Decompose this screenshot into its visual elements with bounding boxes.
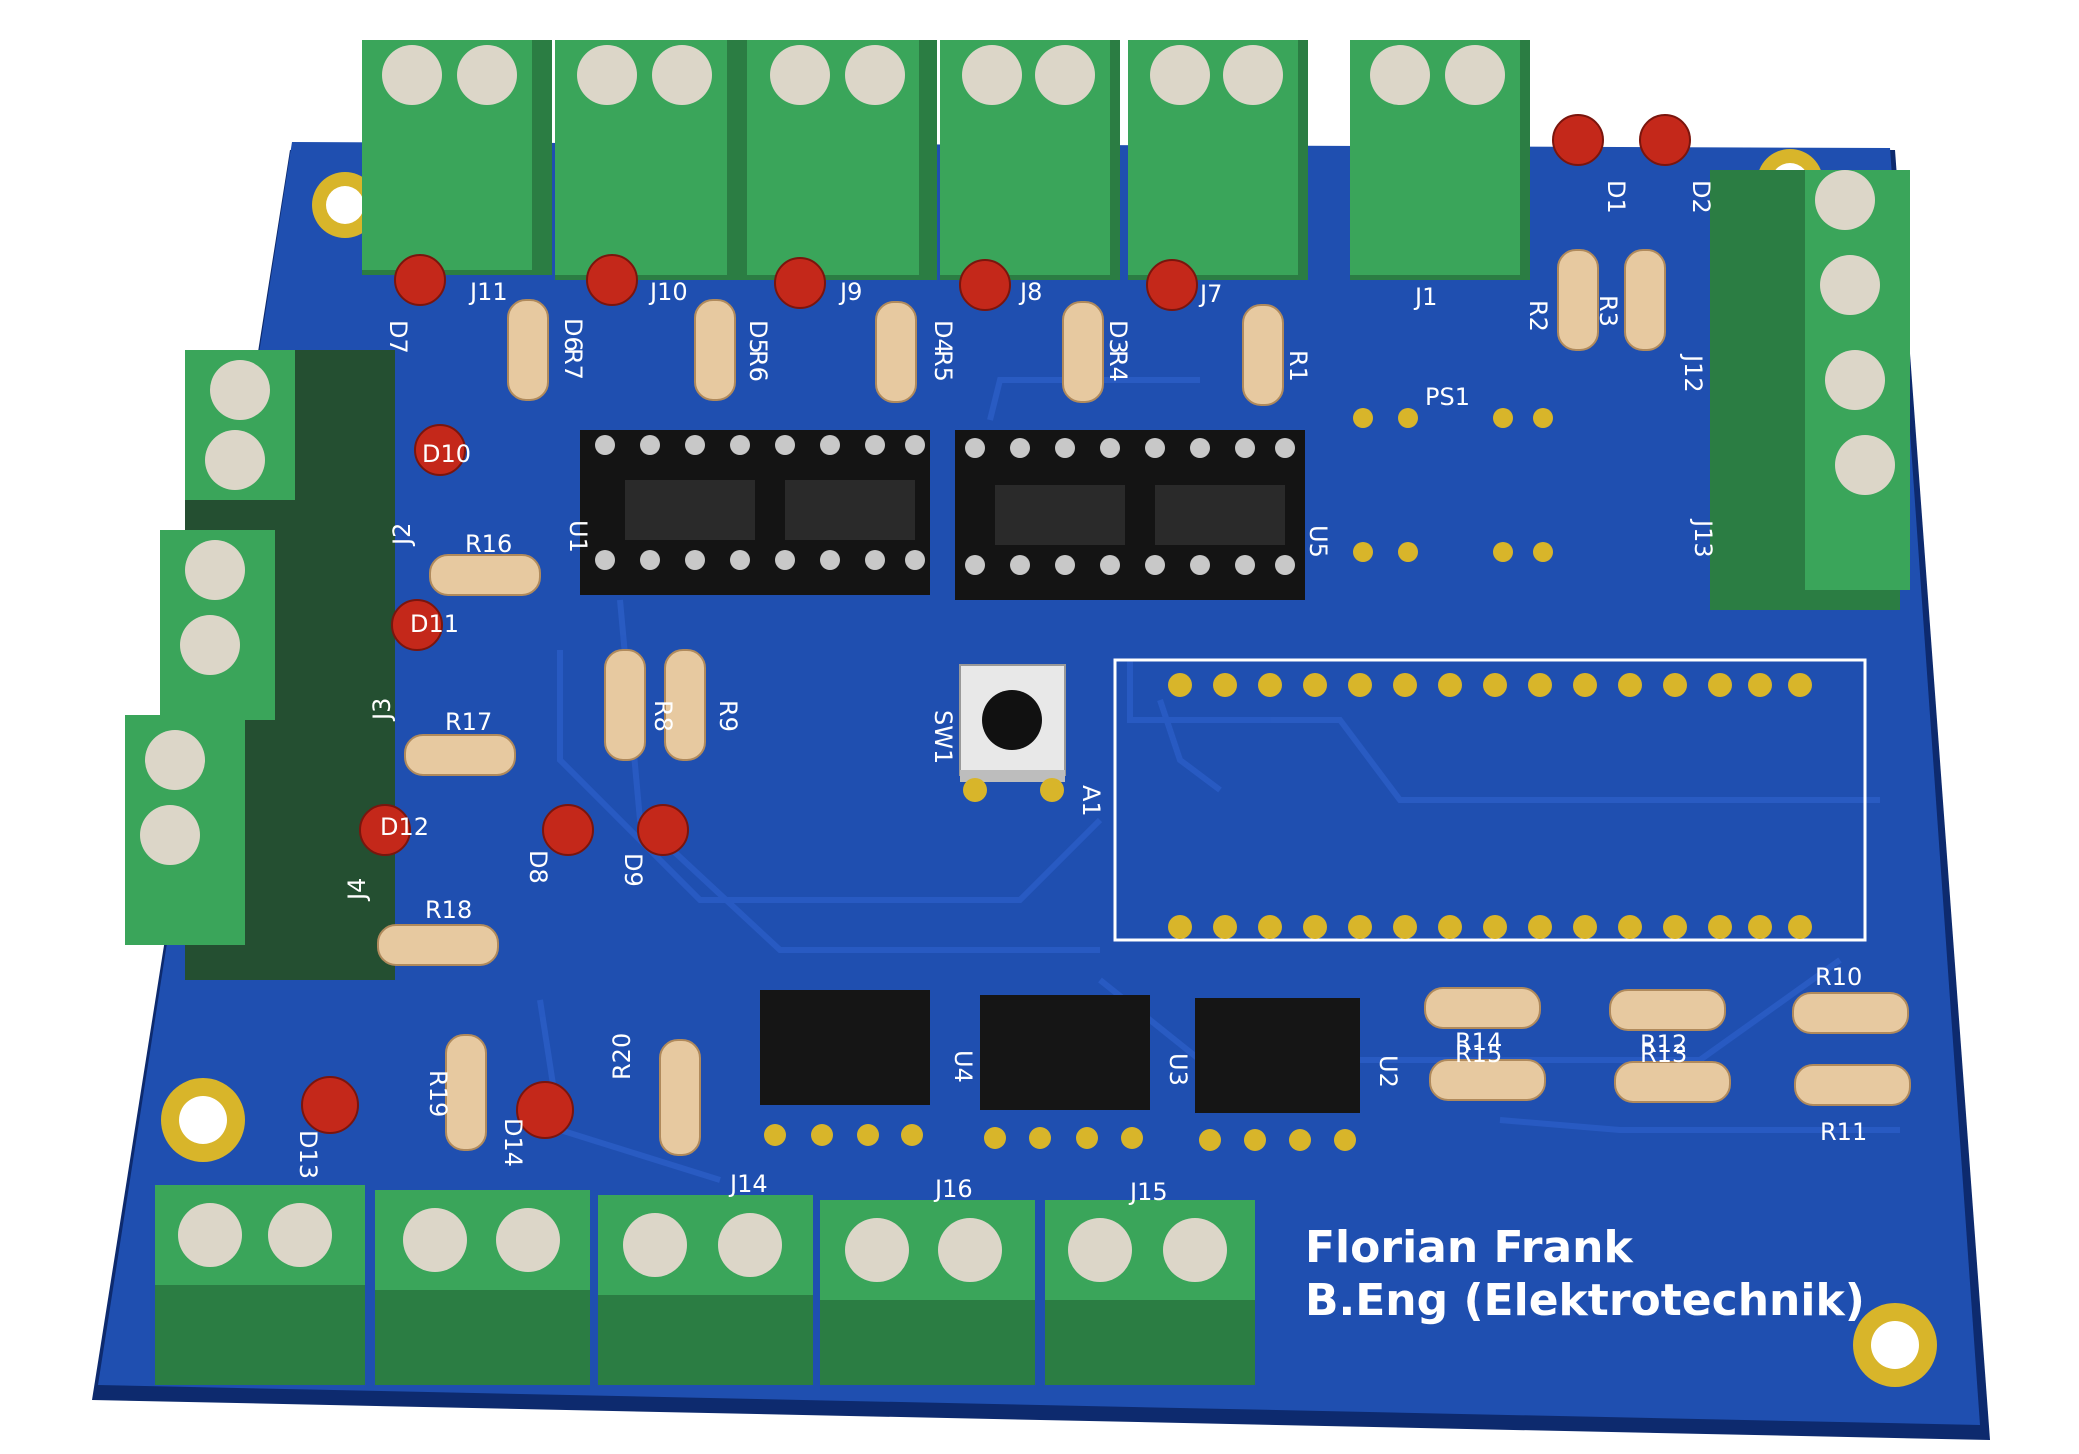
- label-J10: J10: [648, 278, 688, 306]
- terminal-j7: [1128, 40, 1308, 280]
- ic-socket-u5: [955, 430, 1305, 600]
- label-J7: J7: [1198, 280, 1222, 308]
- label-D4: D4: [929, 320, 957, 354]
- label-R2: R2: [1524, 300, 1552, 332]
- label-J11: J11: [468, 278, 508, 306]
- label-D14: D14: [499, 1118, 527, 1167]
- label-D2: D2: [1687, 180, 1715, 214]
- label-U1: U1: [564, 520, 592, 553]
- label-D11: D11: [410, 610, 459, 638]
- label-R17: R17: [445, 708, 492, 736]
- module-footprint-a1: [1113, 658, 1867, 942]
- label-J8: J8: [1018, 278, 1042, 306]
- label-D9: D9: [619, 853, 647, 887]
- label-R8: R8: [649, 700, 677, 732]
- ps1-pads: [1353, 408, 1553, 562]
- label-D13: D13: [294, 1130, 322, 1179]
- label-U3: U3: [1164, 1053, 1192, 1086]
- label-R4: R4: [1104, 350, 1132, 382]
- mounting-hole-bl: [161, 1078, 245, 1162]
- terminal-j10: [555, 40, 750, 280]
- terminal-j9: [747, 40, 937, 280]
- label-R7: R7: [559, 348, 587, 380]
- label-PS1: PS1: [1425, 383, 1470, 411]
- label-R3: R3: [1594, 295, 1622, 327]
- label-D10: D10: [422, 440, 471, 468]
- label-J15: J15: [1128, 1178, 1168, 1206]
- credit-degree: B.Eng (Elektrotechnik): [1305, 1275, 1865, 1326]
- label-R12: R12: [1640, 1030, 1687, 1058]
- label-R10: R10: [1815, 963, 1862, 991]
- label-D8: D8: [524, 850, 552, 884]
- terminal-block-left: [125, 350, 395, 980]
- label-J4: J4: [343, 878, 371, 902]
- leds: [301, 114, 1691, 1139]
- label-R6: R6: [744, 350, 772, 382]
- terminal-block-right: [1710, 170, 1910, 610]
- label-D6: D6: [559, 318, 587, 352]
- mounting-hole-tl: [312, 172, 378, 238]
- label-J14: J14: [728, 1170, 768, 1198]
- soic-chip-row: [760, 990, 1360, 1151]
- label-J16: J16: [933, 1175, 973, 1203]
- label-U5: U5: [1304, 525, 1332, 558]
- terminal-j1: [1350, 40, 1530, 280]
- silkscreen-labels: J11 J10 J9 J8 J7 J1 J12 J13 J2 J3 J4 J14…: [294, 180, 1867, 1326]
- mounting-hole-br: [1853, 1303, 1937, 1387]
- label-J2: J2: [388, 523, 416, 547]
- label-R15: R15: [1455, 1040, 1502, 1068]
- label-J9: J9: [838, 278, 862, 306]
- label-U2: U2: [1374, 1055, 1402, 1088]
- label-J3: J3: [368, 698, 396, 722]
- label-R5: R5: [929, 350, 957, 382]
- label-J12: J12: [1679, 353, 1707, 393]
- tactile-switch-sw1: [959, 664, 1066, 802]
- label-R20: R20: [608, 1033, 636, 1080]
- label-R18: R18: [425, 896, 472, 924]
- label-D1: D1: [1602, 180, 1630, 214]
- label-R11: R11: [1820, 1118, 1867, 1146]
- label-D5: D5: [744, 320, 772, 354]
- label-U4: U4: [949, 1050, 977, 1083]
- label-R16: R16: [465, 530, 512, 558]
- label-D3: D3: [1104, 320, 1132, 354]
- terminal-block-bottom-row: [155, 1185, 1255, 1385]
- label-A1: A1: [1077, 785, 1105, 817]
- terminal-j8: [940, 40, 1120, 280]
- resistors: [377, 249, 1911, 1156]
- label-D7: D7: [384, 320, 412, 354]
- label-R14: R14: [1455, 1028, 1502, 1056]
- label-R19: R19: [424, 1070, 452, 1117]
- credit-name: Florian Frank: [1305, 1222, 1634, 1273]
- label-J13: J13: [1689, 518, 1717, 558]
- ic-socket-u1: [580, 430, 930, 595]
- label-R13: R13: [1640, 1040, 1687, 1068]
- label-D12: D12: [380, 813, 429, 841]
- label-SW1: SW1: [929, 710, 957, 764]
- label-R9: R9: [714, 700, 742, 732]
- terminal-block-top-row: [362, 40, 1530, 280]
- label-J1: J1: [1413, 283, 1437, 311]
- terminal-j11: [362, 40, 552, 275]
- label-R1: R1: [1284, 350, 1312, 382]
